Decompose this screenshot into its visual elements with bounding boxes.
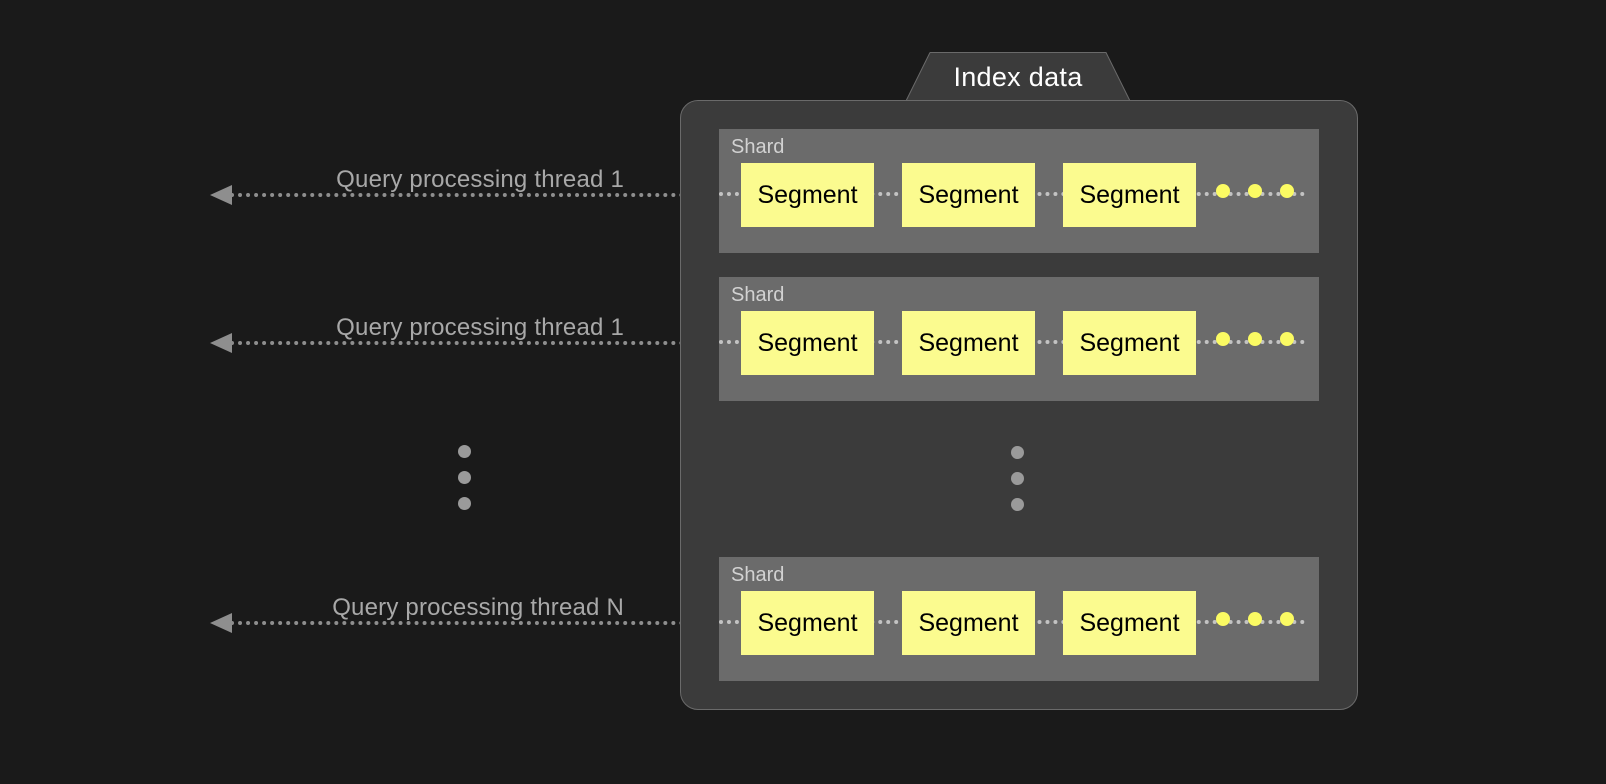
ellipsis-dot <box>1011 472 1024 485</box>
segment-list: Segment Segment Segment <box>741 163 1196 227</box>
segment-ellipsis-dot <box>1280 332 1294 346</box>
shards-ellipsis-icon <box>1011 446 1024 511</box>
arrow-shaft <box>230 193 700 197</box>
index-data-panel: Shard Segment Segment Segment Shard Se <box>680 100 1358 710</box>
thread-row-3: Query processing thread N <box>0 588 700 648</box>
ellipsis-dot <box>1011 446 1024 459</box>
shard-label: Shard <box>731 136 785 158</box>
segment-box: Segment <box>902 163 1035 227</box>
segment-ellipsis-dot <box>1248 332 1262 346</box>
shard-1: Shard Segment Segment Segment <box>719 129 1319 253</box>
segment-box: Segment <box>1063 311 1196 375</box>
thread-label-3: Query processing thread N <box>332 594 624 621</box>
threads-ellipsis-icon <box>458 445 471 510</box>
arrow-shaft <box>230 621 700 625</box>
tab-shape <box>904 52 1132 104</box>
shard-2: Shard Segment Segment Segment <box>719 277 1319 401</box>
segment-box: Segment <box>741 163 874 227</box>
segment-box: Segment <box>741 591 874 655</box>
segments-ellipsis-icon <box>1216 612 1294 626</box>
thread-arrow-1 <box>210 185 700 205</box>
thread-row-2: Query processing thread 1 <box>0 308 700 368</box>
segment-box: Segment <box>902 591 1035 655</box>
segments-ellipsis-icon <box>1216 332 1294 346</box>
segment-list: Segment Segment Segment <box>741 591 1196 655</box>
arrow-shaft <box>230 341 700 345</box>
segment-box: Segment <box>741 311 874 375</box>
ellipsis-dot <box>458 471 471 484</box>
segment-ellipsis-dot <box>1216 612 1230 626</box>
shard-label: Shard <box>731 284 785 306</box>
segment-ellipsis-dot <box>1248 184 1262 198</box>
segment-ellipsis-dot <box>1280 612 1294 626</box>
thread-label-1: Query processing thread 1 <box>336 166 624 193</box>
thread-arrow-3 <box>210 613 700 633</box>
index-data-tab: Index data <box>904 52 1132 104</box>
arrow-head-icon <box>210 613 232 633</box>
ellipsis-dot <box>458 445 471 458</box>
shard-3: Shard Segment Segment Segment <box>719 557 1319 681</box>
segment-box: Segment <box>902 311 1035 375</box>
ellipsis-dot <box>458 497 471 510</box>
arrow-head-icon <box>210 185 232 205</box>
shard-label: Shard <box>731 564 785 586</box>
thread-arrow-2 <box>210 333 700 353</box>
tab-outline <box>904 52 1132 104</box>
segment-ellipsis-dot <box>1280 184 1294 198</box>
segment-box: Segment <box>1063 591 1196 655</box>
index-data-title: Index data <box>953 61 1083 92</box>
segments-ellipsis-icon <box>1216 184 1294 198</box>
segment-ellipsis-dot <box>1216 184 1230 198</box>
thread-label-2: Query processing thread 1 <box>336 314 624 341</box>
thread-row-1: Query processing thread 1 <box>0 160 700 220</box>
arrow-head-icon <box>210 333 232 353</box>
segment-box: Segment <box>1063 163 1196 227</box>
segment-ellipsis-dot <box>1248 612 1262 626</box>
segment-list: Segment Segment Segment <box>741 311 1196 375</box>
ellipsis-dot <box>1011 498 1024 511</box>
segment-ellipsis-dot <box>1216 332 1230 346</box>
